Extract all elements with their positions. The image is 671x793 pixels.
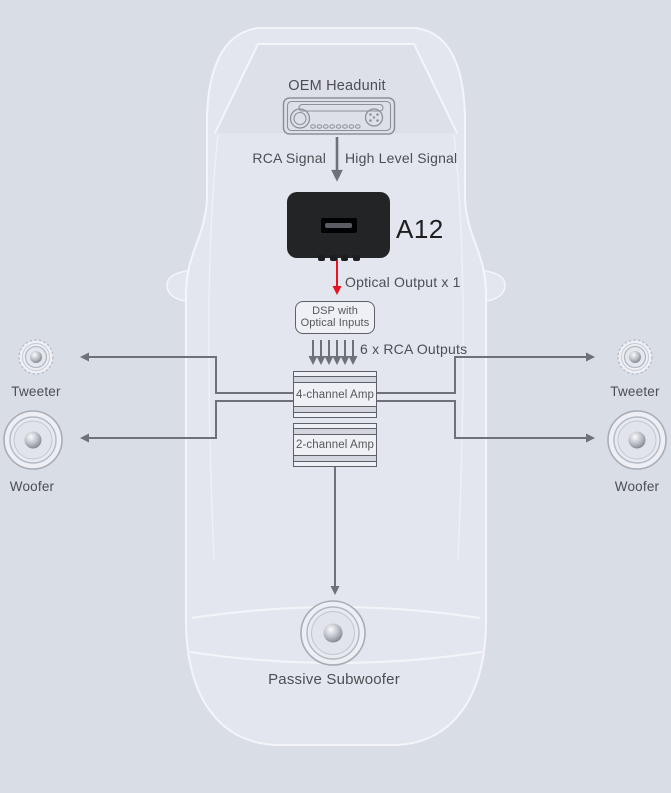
left-tweeter-icon — [18, 339, 54, 375]
a12-brand-logo-icon — [320, 217, 357, 233]
a12-connector-tab — [341, 255, 348, 261]
amp-heatsink-band — [294, 455, 376, 462]
line-amp4-to-left-tweeter — [80, 352, 293, 394]
headunit-label: OEM Headunit — [288, 78, 386, 94]
left-tweeter-label: Tweeter — [11, 384, 61, 399]
left-woofer-label: Woofer — [9, 479, 55, 494]
optical-output-label: Optical Output x 1 — [345, 274, 461, 290]
a12-model-label: A12 — [396, 214, 444, 244]
car-right-door-line — [453, 134, 464, 561]
dsp-box: DSP with Optical Inputs — [295, 301, 375, 334]
rca-outputs-label: 6 x RCA Outputs — [360, 341, 468, 357]
car-windshield — [214, 43, 458, 134]
line-amp4-to-right-woofer — [377, 400, 595, 443]
rca-signal-label: RCA Signal — [252, 150, 326, 166]
signal-lines — [80, 137, 595, 595]
line-amp4-to-left-woofer — [80, 400, 293, 443]
amp-4-channel-box: 4-channel Amp — [293, 371, 377, 418]
headunit-icon — [282, 97, 396, 135]
amp-heatsink-band — [294, 406, 376, 413]
a12-brand-logo-text — [325, 222, 352, 228]
subwoofer-icon — [300, 600, 366, 666]
dsp-label-line1: DSP with — [312, 305, 358, 317]
high-level-signal-label: High Level Signal — [345, 150, 458, 166]
line-amp4-to-right-tweeter — [377, 352, 595, 394]
right-tweeter-label: Tweeter — [610, 384, 660, 399]
left-woofer-icon — [3, 410, 63, 470]
amp2-label: 2-channel Amp — [295, 439, 374, 451]
amp4-label: 4-channel Amp — [295, 388, 374, 401]
car-left-door-line — [208, 134, 219, 561]
amp-heatsink-band — [294, 428, 376, 435]
arrows-dsp-to-amp4 — [308, 340, 358, 365]
right-woofer-label: Woofer — [614, 479, 660, 494]
a12-connector-tab — [318, 255, 325, 261]
subwoofer-label: Passive Subwoofer — [268, 671, 400, 688]
a12-connector-tab — [329, 255, 337, 261]
amp-heatsink-band — [294, 376, 376, 383]
a12-device — [287, 192, 390, 258]
right-tweeter-icon — [617, 339, 653, 375]
right-woofer-icon — [607, 410, 667, 470]
amp-2-channel-box: 2-channel Amp — [293, 423, 377, 467]
dsp-label-line2: Optical Inputs — [300, 316, 370, 329]
a12-connector-tab — [352, 255, 360, 261]
